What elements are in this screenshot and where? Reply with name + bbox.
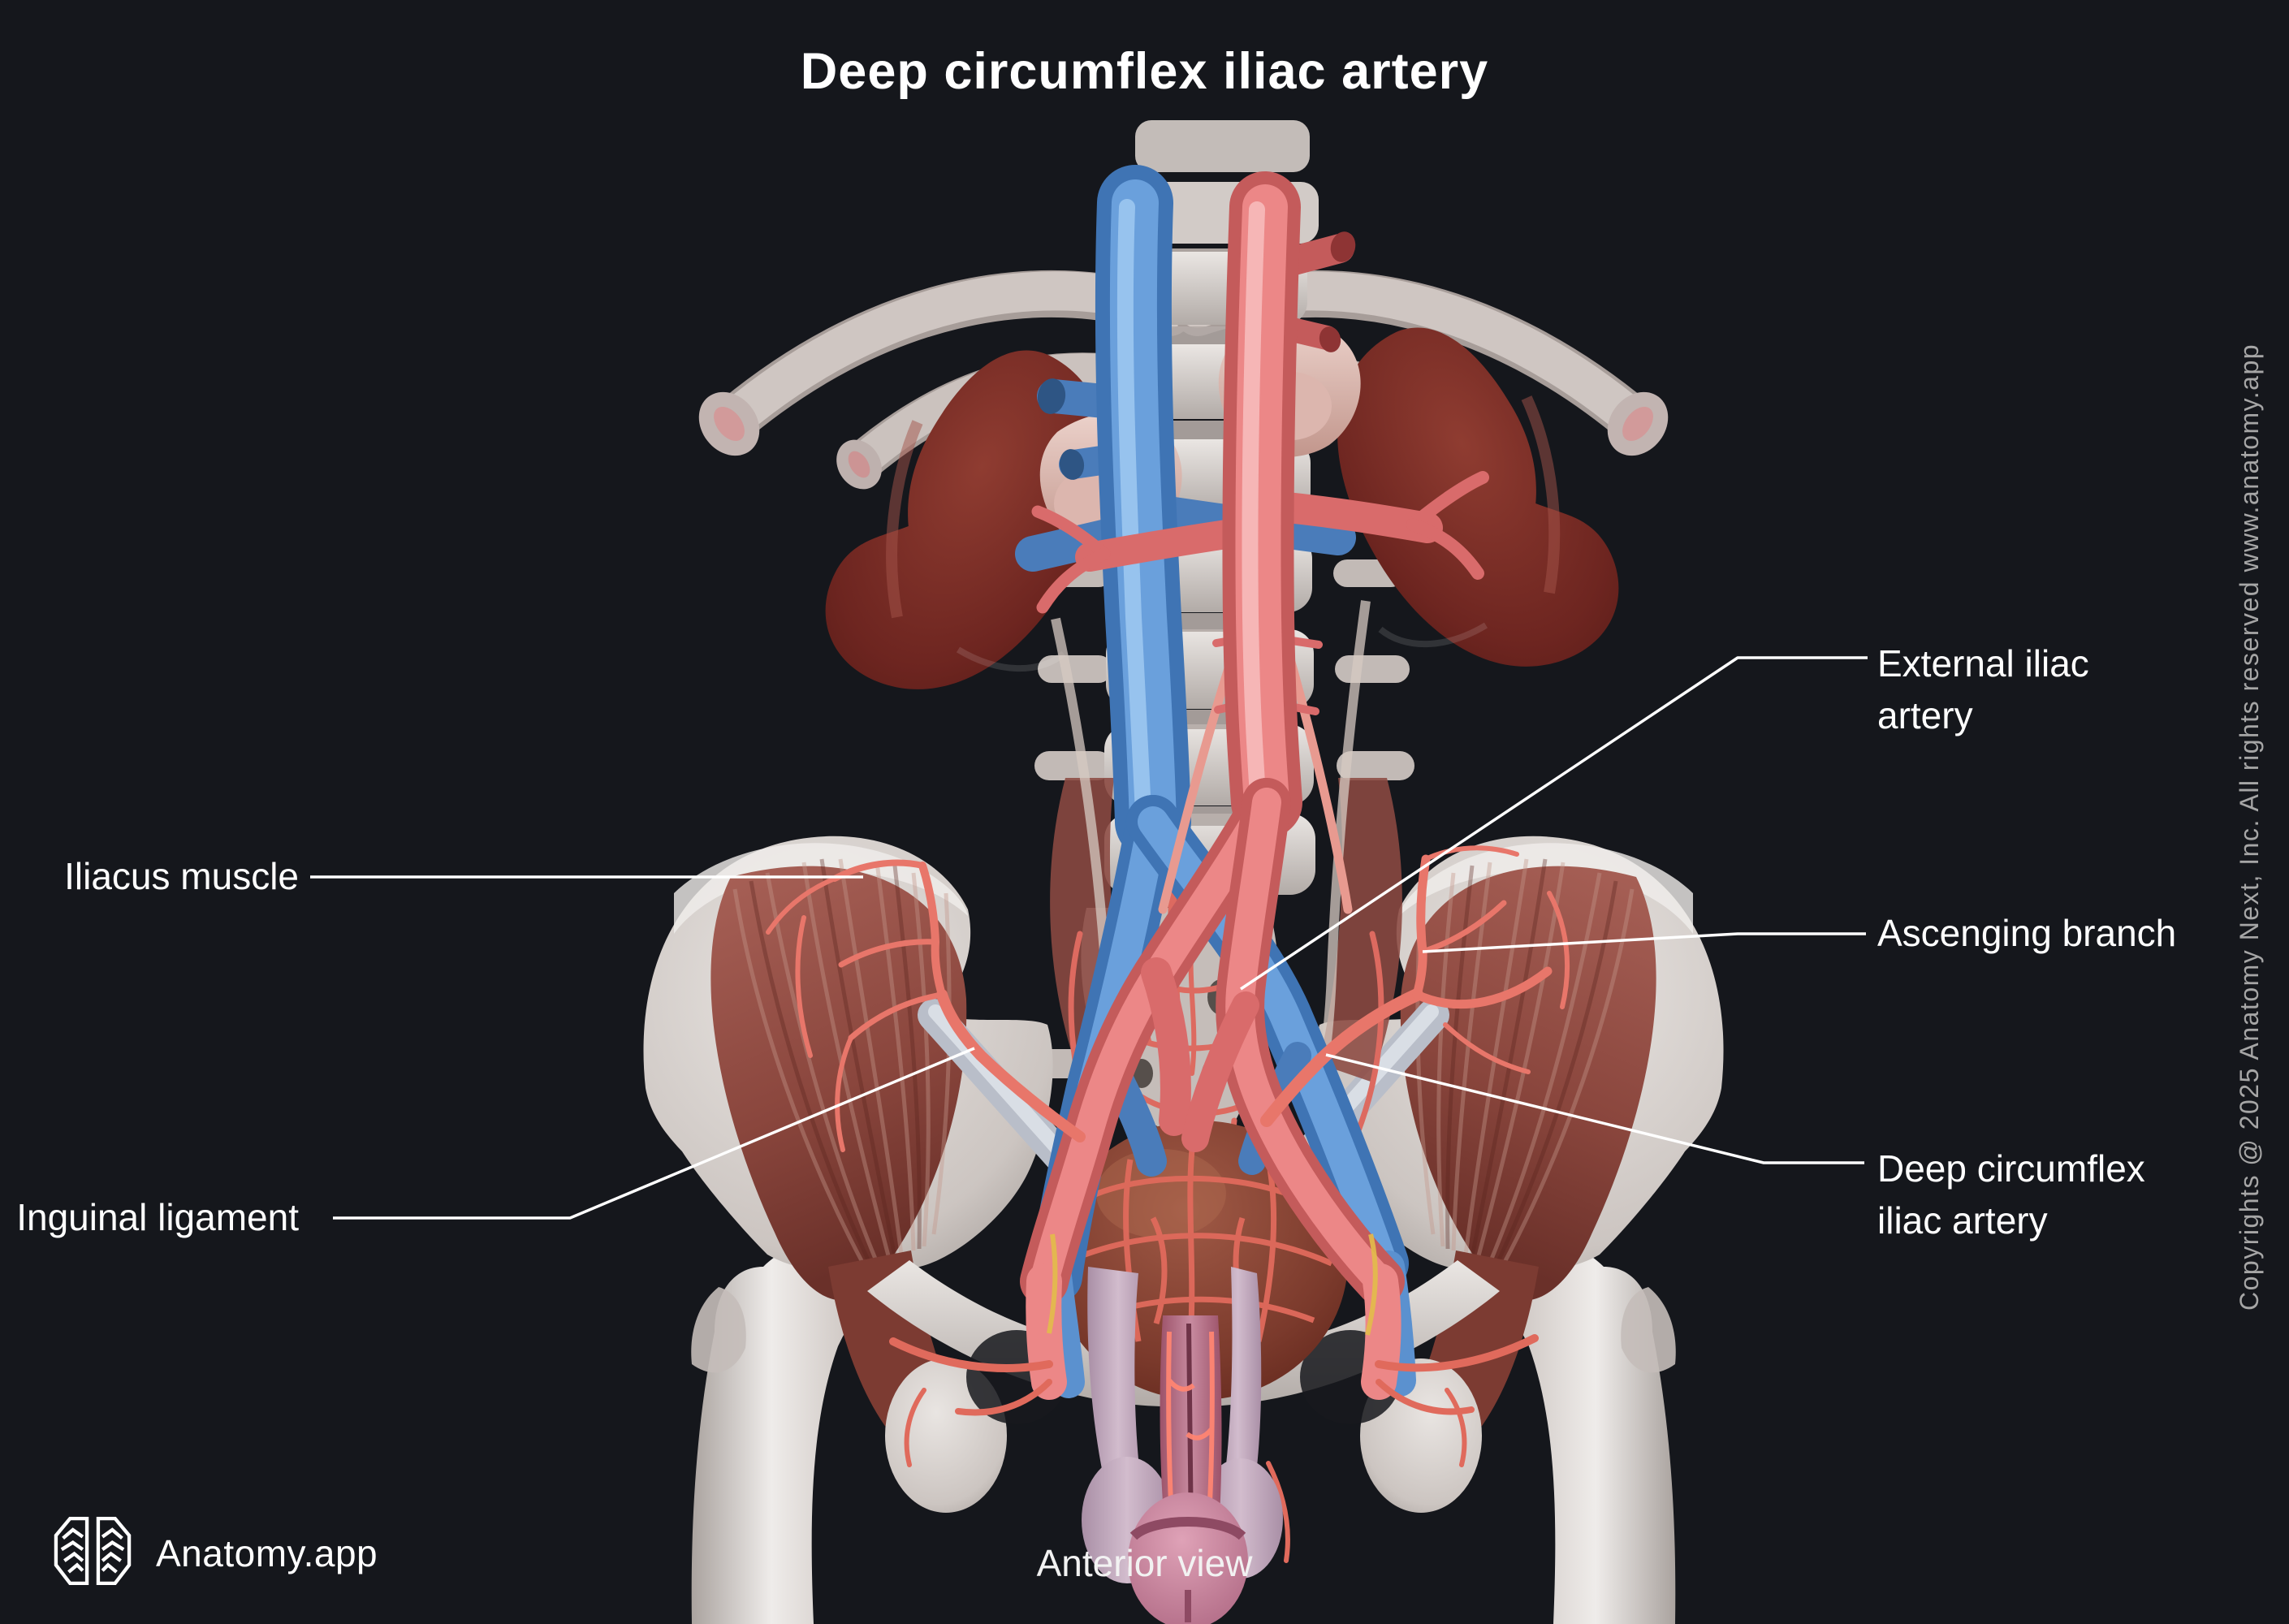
femoral-nerves bbox=[1047, 1233, 1378, 1336]
deep-circumflex-iliac-arteries bbox=[766, 845, 1570, 1152]
copyright-text: Copyrights @ 2025 Anatomy Next, Inc. All… bbox=[2235, 343, 2264, 1311]
genitalia bbox=[1082, 1267, 1283, 1624]
leader-deep-circumflex-iliac-artery bbox=[1325, 1053, 1864, 1164]
leader-inguinal-ligament bbox=[333, 1047, 975, 1220]
leader-external-iliac-artery bbox=[1240, 656, 1868, 991]
brand: Anatomy.app bbox=[50, 1512, 378, 1594]
view-caption: Anterior view bbox=[1036, 1542, 1253, 1584]
page-title: Deep circumflex iliac artery bbox=[800, 43, 1489, 100]
label-inguinal-ligament: Inguinal ligament bbox=[16, 1196, 299, 1238]
label-external-iliac-artery: External iliac artery bbox=[1877, 642, 2089, 736]
label-iliacus-muscle: Iliacus muscle bbox=[64, 855, 299, 897]
left-kidney bbox=[800, 313, 1154, 738]
abdominal-aorta bbox=[1020, 171, 1489, 1400]
label-ascending-branch: Ascenging branch bbox=[1877, 912, 2177, 954]
label-deep-circumflex-iliac-artery: Deep circumflex iliac artery bbox=[1877, 1147, 2145, 1242]
brain-logo-icon bbox=[50, 1512, 135, 1594]
leader-ascending-branch bbox=[1422, 932, 1866, 953]
brand-name: Anatomy.app bbox=[156, 1531, 378, 1574]
right-kidney bbox=[1290, 290, 1644, 715]
